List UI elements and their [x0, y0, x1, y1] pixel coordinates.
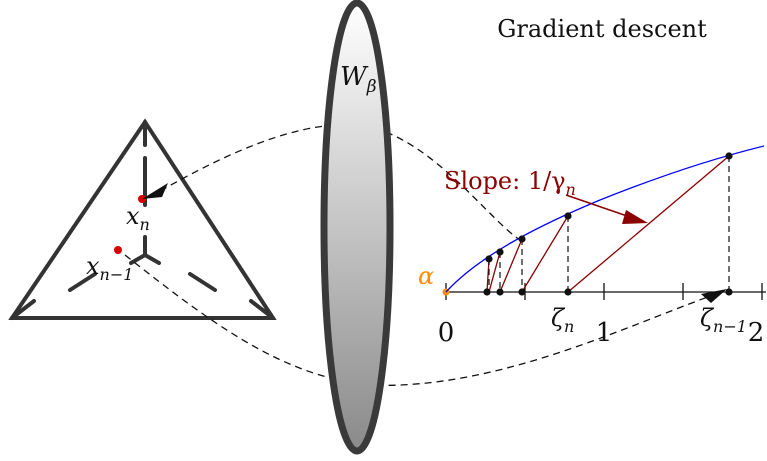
curve-point	[518, 235, 526, 243]
label-x-n: xn	[126, 202, 150, 234]
arrowhead-to-x-n	[142, 183, 168, 199]
simplex-segment	[68, 272, 97, 292]
lens-label: Wβ	[340, 62, 377, 97]
zeta-n-label: ζn	[551, 304, 574, 336]
curve-point	[725, 152, 733, 160]
x-tick-label-1: 1	[596, 318, 613, 348]
diagram-title: Gradient descent	[497, 15, 707, 43]
alpha-label: α	[418, 262, 434, 290]
zeta-n-minus-1-label: ζn−1	[700, 304, 747, 336]
slope-arrowhead	[622, 210, 648, 224]
curve-point	[496, 248, 504, 256]
simplex-point-x-n-minus-1	[114, 246, 122, 254]
curve-point	[564, 212, 572, 220]
iteration-line	[499, 238, 523, 293]
simplex-tick	[10, 299, 36, 320]
simplex-center-branch	[129, 253, 147, 265]
curve-point	[485, 255, 493, 263]
simplex-segment	[188, 272, 217, 292]
iterate-points	[483, 152, 733, 296]
simplex-center-branch	[143, 253, 161, 265]
slope-label: Slope: 1/γn	[444, 167, 576, 199]
arrowhead-to-zeta-n-minus-1	[701, 289, 727, 303]
x-tick-label-2: 2	[748, 318, 765, 348]
simplex-tick	[249, 299, 275, 320]
axis-point	[564, 288, 572, 296]
axis-point	[483, 288, 491, 296]
lens-w-beta	[320, 0, 394, 455]
function-curve	[445, 145, 765, 293]
x-tick-label-0: 0	[438, 318, 455, 348]
mapping-curve-lower	[124, 254, 723, 386]
drop-lines	[488, 156, 730, 292]
slope-pointer	[565, 194, 631, 218]
iteration-line	[567, 155, 730, 293]
label-x-n-minus-1: xn−1	[86, 252, 133, 284]
simplex	[8, 118, 277, 320]
x-axis	[445, 283, 766, 300]
axis-point	[518, 288, 526, 296]
mapping-curves	[124, 124, 723, 386]
axis-point	[496, 288, 504, 296]
axis-point	[725, 288, 733, 296]
simplex-triangle	[8, 118, 277, 320]
iteration-line	[488, 251, 501, 293]
iteration-line	[521, 215, 569, 293]
